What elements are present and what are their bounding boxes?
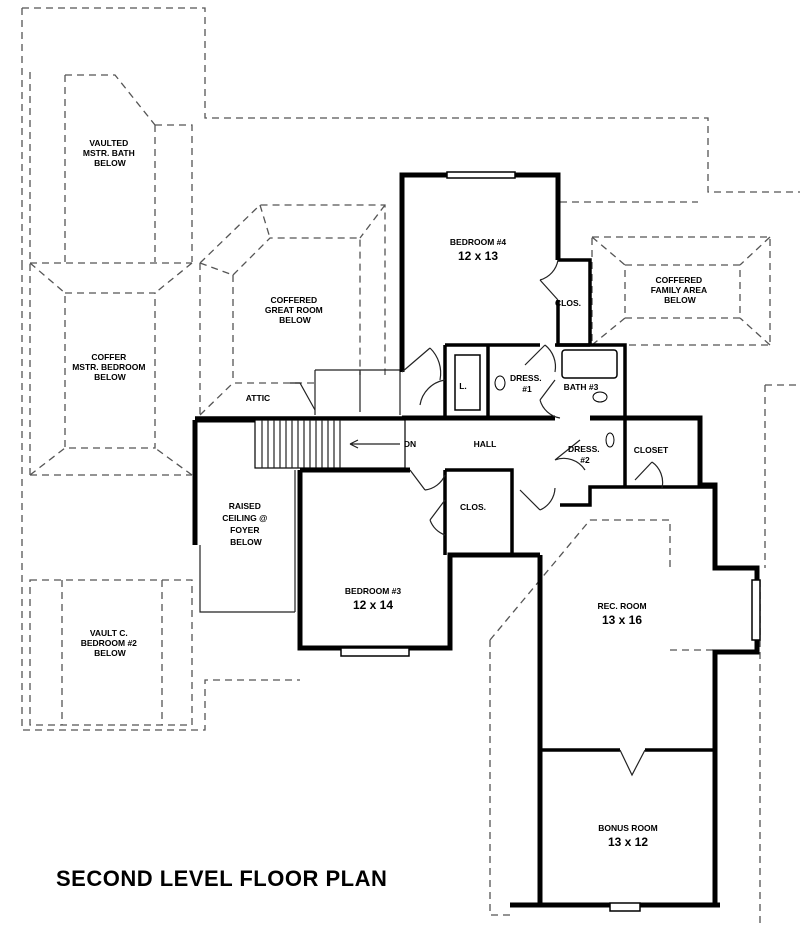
label-dress2: DRESS. #2 bbox=[568, 444, 602, 465]
label-vaulted-bath: VAULTED MSTR. BATH BELOW bbox=[83, 138, 137, 168]
label-bedroom3-size: 12 x 14 bbox=[353, 598, 393, 612]
fixtures bbox=[340, 171, 761, 912]
label-dn: DN bbox=[404, 439, 416, 449]
toilet-1 bbox=[494, 375, 506, 391]
toilet-2 bbox=[605, 432, 615, 448]
window-bedroom3 bbox=[340, 647, 410, 657]
label-vault-bedroom2: VAULT C. BEDROOM #2 BELOW bbox=[81, 628, 140, 658]
door-swings bbox=[401, 259, 664, 777]
plan-title: SECOND LEVEL FLOOR PLAN bbox=[56, 866, 387, 891]
label-clos2: CLOS. bbox=[460, 502, 486, 512]
toilet-3 bbox=[592, 391, 608, 403]
window-bonus bbox=[609, 902, 641, 912]
label-dress1: DRESS. #1 bbox=[510, 373, 544, 394]
label-bedroom4-name: BEDROOM #4 bbox=[450, 237, 506, 247]
label-linen: L. bbox=[459, 381, 467, 391]
label-clos1: CLOS. bbox=[555, 298, 581, 308]
label-rec-room-size: 13 x 16 bbox=[602, 613, 642, 627]
room-labels: VAULTED MSTR. BATH BELOW COFFER MSTR. BE… bbox=[72, 138, 709, 849]
label-coffered-family: COFFERED FAMILY AREA BELOW bbox=[651, 275, 709, 305]
bathtub bbox=[561, 349, 618, 379]
label-bath3: BATH #3 bbox=[564, 382, 599, 392]
linen-closet-shelf bbox=[454, 354, 481, 411]
window-bedroom4 bbox=[446, 171, 516, 179]
label-coffer-master: COFFER MSTR. BEDROOM BELOW bbox=[72, 352, 148, 382]
label-bedroom3-name: BEDROOM #3 bbox=[345, 586, 401, 596]
label-raised-foyer: RAISED CEILING @ FOYER BELOW bbox=[222, 501, 270, 547]
label-closet: CLOSET bbox=[634, 445, 669, 455]
label-bedroom4-size: 12 x 13 bbox=[458, 249, 498, 263]
label-attic: ATTIC bbox=[246, 393, 270, 403]
label-bonus-room-name: BONUS ROOM bbox=[598, 823, 658, 833]
roof-outline-dashed bbox=[21, 7, 800, 925]
staircase bbox=[254, 419, 406, 469]
label-bonus-room-size: 13 x 12 bbox=[608, 835, 648, 849]
window-rec-room bbox=[751, 579, 761, 641]
label-rec-room-name: REC. ROOM bbox=[597, 601, 646, 611]
label-hall: HALL bbox=[474, 439, 497, 449]
walls bbox=[192, 172, 760, 908]
label-coffered-great: COFFERED GREAT ROOM BELOW bbox=[265, 295, 325, 325]
